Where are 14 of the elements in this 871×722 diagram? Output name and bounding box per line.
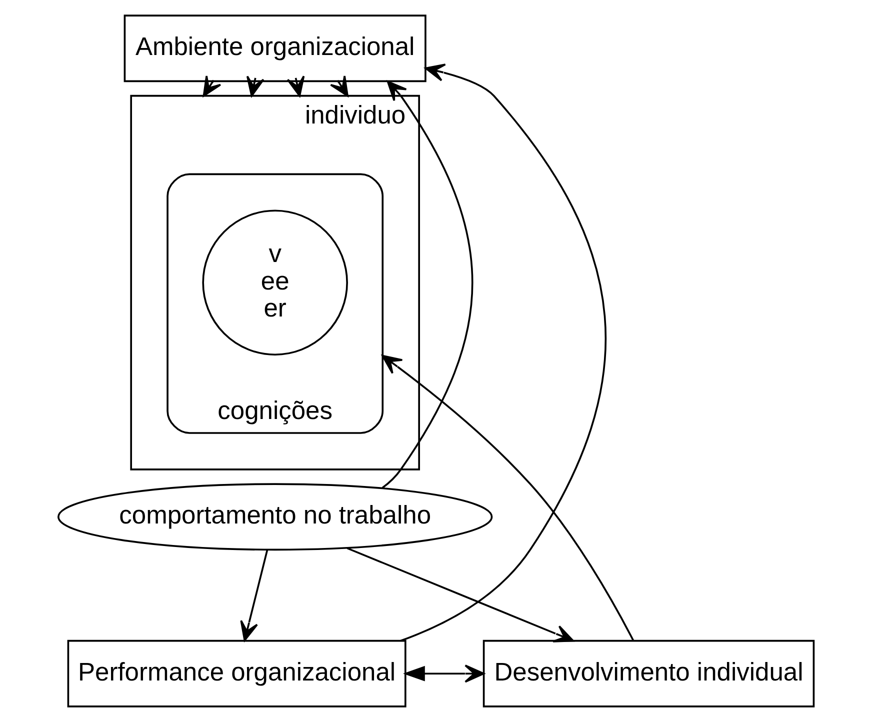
node-ellipse: comportamento no trabalho (56, 483, 492, 551)
node-circle: v ee er (202, 210, 348, 356)
arrow (202, 75, 221, 97)
arrow (346, 547, 574, 642)
arrow (402, 664, 484, 683)
node-box: Performance organizacional (66, 640, 406, 708)
arrow (329, 75, 348, 97)
arrow (240, 549, 268, 642)
arrow (381, 80, 473, 489)
arrow (381, 354, 634, 641)
arrow (246, 75, 264, 97)
arrow (400, 64, 606, 642)
arrow (286, 75, 304, 97)
node-box: Desenvolvimento individual (482, 640, 814, 708)
